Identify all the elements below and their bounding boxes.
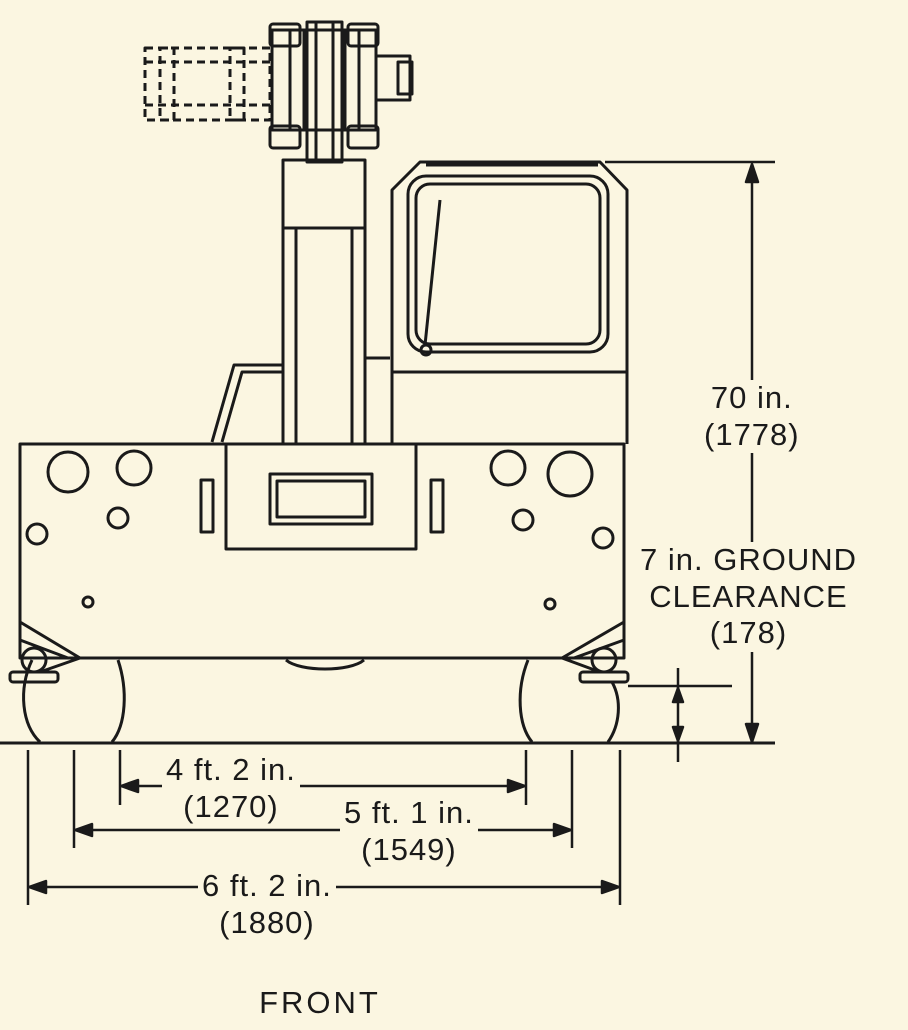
track-width-label: 5 ft. 1 in. (1549) (340, 795, 478, 869)
height-label: 70 in. (1778) (700, 380, 804, 454)
track-width-dimension-line (73, 822, 573, 838)
carrier-body (18, 442, 626, 660)
overall-width-metric: (1880) (219, 904, 315, 940)
overall-width-label: 6 ft. 2 in. (1880) (198, 868, 336, 942)
boom-head-dashed (143, 46, 272, 122)
clearance-line1: 7 in. GROUND (640, 542, 857, 577)
track-width-metric: (1549) (361, 831, 457, 867)
outrigger-right (560, 620, 630, 684)
crawler-tracks (22, 658, 620, 744)
overall-width-imperial: 6 ft. 2 in. (202, 868, 332, 903)
clearance-line2: CLEARANCE (649, 578, 848, 614)
track-width-imperial: 5 ft. 1 in. (344, 795, 474, 830)
outrigger-left (8, 620, 82, 684)
clearance-metric: (178) (709, 615, 788, 651)
height-imperial: 70 in. (710, 380, 793, 415)
track-gauge-label: 4 ft. 2 in. (1270) (162, 752, 300, 826)
operator-cab (390, 160, 629, 444)
track-gauge-metric: (1270) (183, 788, 279, 824)
handrail (210, 356, 390, 443)
ground-clearance-label: 7 in. GROUND CLEARANCE (178) (636, 542, 861, 652)
width-extension-lines (26, 750, 622, 905)
clearance-dimension-line (628, 668, 732, 762)
boom-head (268, 20, 414, 164)
track-gauge-imperial: 4 ft. 2 in. (166, 752, 296, 787)
height-metric: (1778) (704, 416, 800, 452)
view-label: FRONT (259, 985, 381, 1020)
boom-mast (281, 158, 367, 446)
